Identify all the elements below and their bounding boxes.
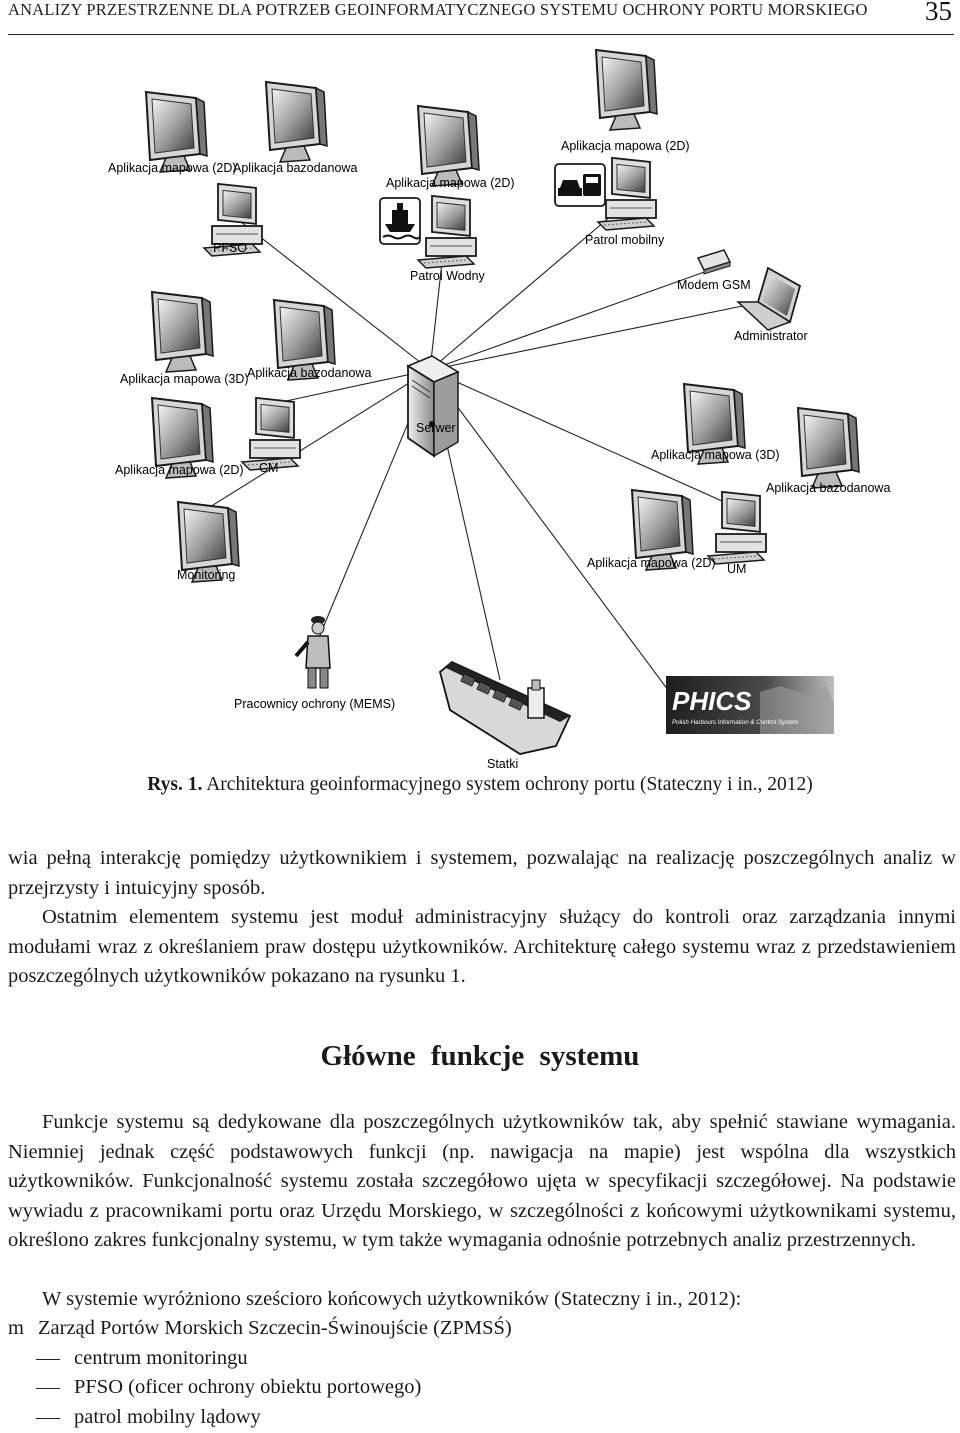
label-um-app-map3d: Aplikacja mapowa (3D) [651, 448, 780, 462]
modem-icon [696, 249, 732, 275]
page-number: 35 [925, 0, 952, 26]
paragraph-1: wia pełną interakcję pomiędzy użytkownik… [8, 847, 956, 899]
phics-logo-subtitle: Polish Harbours Information & Control Sy… [672, 719, 799, 726]
label-cm: CM [259, 461, 278, 475]
label-cm-app-map3d: Aplikacja mapowa (3D) [120, 372, 249, 386]
boat-icon [379, 197, 421, 245]
monitor-icon [265, 81, 328, 163]
label-pfso-app-db: Aplikacja bazodanowa [233, 161, 357, 175]
section-title: Główne funkcje systemu [320, 1040, 640, 1072]
label-cm-app-map2d: Aplikacja mapowa (2D) [115, 463, 244, 477]
bullet-marker: m [8, 1317, 24, 1339]
label-pfso-app-map: Aplikacja mapowa (2D) [108, 161, 237, 175]
label-patrol-mobilny: Patrol mobilny [585, 233, 665, 247]
list-item: m Zarząd Portów Morskich Szczecin-Świnouj… [8, 1314, 512, 1344]
figure-number: Rys. 1. [147, 774, 203, 795]
network-links [204, 209, 763, 691]
list-subitem: patrol mobilny lądowy [8, 1403, 261, 1433]
paragraph-2: Ostatnim elementem systemu jest moduł ad… [8, 906, 956, 987]
label-statki: Statki [487, 757, 518, 771]
label-serwer: Serwer [416, 421, 456, 435]
patrol-wodny-group: Aplikacja mapowa (2D) Patrol Wodny [379, 105, 515, 283]
server-icon: Serwer [406, 355, 460, 458]
dash-marker [36, 1358, 60, 1360]
workstation-icon [241, 396, 301, 471]
label-patrol-wodny: Patrol Wodny [410, 269, 486, 283]
label-pfso: PFSO [213, 241, 247, 255]
architecture-figure: Aplikacja mapowa (2D) Aplikacja bazodano… [108, 49, 890, 771]
label-monitoring: Monitoring [177, 568, 235, 582]
label-patrol-wodny-app: Aplikacja mapowa (2D) [386, 176, 515, 190]
figure-caption-text: Architektura geoinformacyjnego system oc… [206, 774, 813, 795]
running-head-title: ANALIZY PRZESTRZENNE DLA POTRZEB GEOINFO… [8, 0, 868, 19]
label-cm-app-db: Aplikacja bazodanowa [247, 366, 371, 380]
label-mems: Pracownicy ochrony (MEMS) [234, 697, 395, 711]
running-head: ANALIZY PRZESTRZENNE DLA POTRZEB GEOINFO… [8, 0, 954, 35]
monitor-icon [417, 105, 480, 187]
list-subitem-text: centrum monitoringu [74, 1347, 248, 1369]
administrator-group: Modem GSM Administrator [677, 249, 808, 343]
dash-marker [36, 1417, 60, 1419]
label-um-app-db: Aplikacja bazodanowa [766, 481, 890, 495]
vehicles-icon [554, 163, 606, 207]
monitoring-group: Monitoring [177, 501, 240, 583]
dash-marker [36, 1387, 60, 1389]
monitor-icon [595, 49, 658, 131]
laptop-icon [736, 266, 802, 331]
paragraph-4: W systemie wyróżniono sześcioro końcowyc… [42, 1288, 742, 1310]
list-subitem-text: PFSO (oficer ochrony obiektu portowego) [74, 1376, 422, 1398]
phics-logo: PHICS Polish Harbours Information & Cont… [666, 676, 834, 734]
list-subitem-text: patrol mobilny lądowy [74, 1406, 261, 1428]
workstation-icon [417, 194, 477, 269]
patrol-mobilny-group: Aplikacja mapowa (2D) Patrol mobilny [554, 49, 690, 247]
label-patrol-mobilny-app: Aplikacja mapowa (2D) [561, 139, 690, 153]
cm-group: Aplikacja mapowa (3D) Aplikacja bazodano… [115, 291, 371, 479]
list-item-text: Zarząd Portów Morskich Szczecin-Świnoujś… [38, 1317, 512, 1339]
um-group: Aplikacja mapowa (3D) Aplikacja bazodano… [587, 383, 890, 576]
label-um: UM [727, 562, 746, 576]
paragraph-3: Funkcje systemu są dedykowane dla poszcz… [8, 1111, 956, 1251]
label-um-app-map2d: Aplikacja mapowa (2D) [587, 556, 716, 570]
phics-logo-text: PHICS [672, 686, 752, 716]
figure-caption: Rys. 1. Architektura geoinformacyjnego s… [0, 774, 960, 796]
monitor-icon [151, 291, 214, 373]
workstation-icon [707, 490, 767, 565]
label-modem-gsm: Modem GSM [677, 278, 751, 292]
guard-icon: Pracownicy ochrony (MEMS) [234, 616, 395, 711]
pfso-group: Aplikacja mapowa (2D) Aplikacja bazodano… [108, 81, 357, 257]
monitor-icon [797, 407, 860, 489]
monitor-icon [145, 91, 208, 173]
label-administrator: Administrator [734, 329, 808, 343]
list-subitem: centrum monitoringu [8, 1344, 248, 1374]
list-subitem: PFSO (oficer ochrony obiektu portowego) [8, 1373, 421, 1403]
ship-icon: Statki [438, 660, 572, 771]
